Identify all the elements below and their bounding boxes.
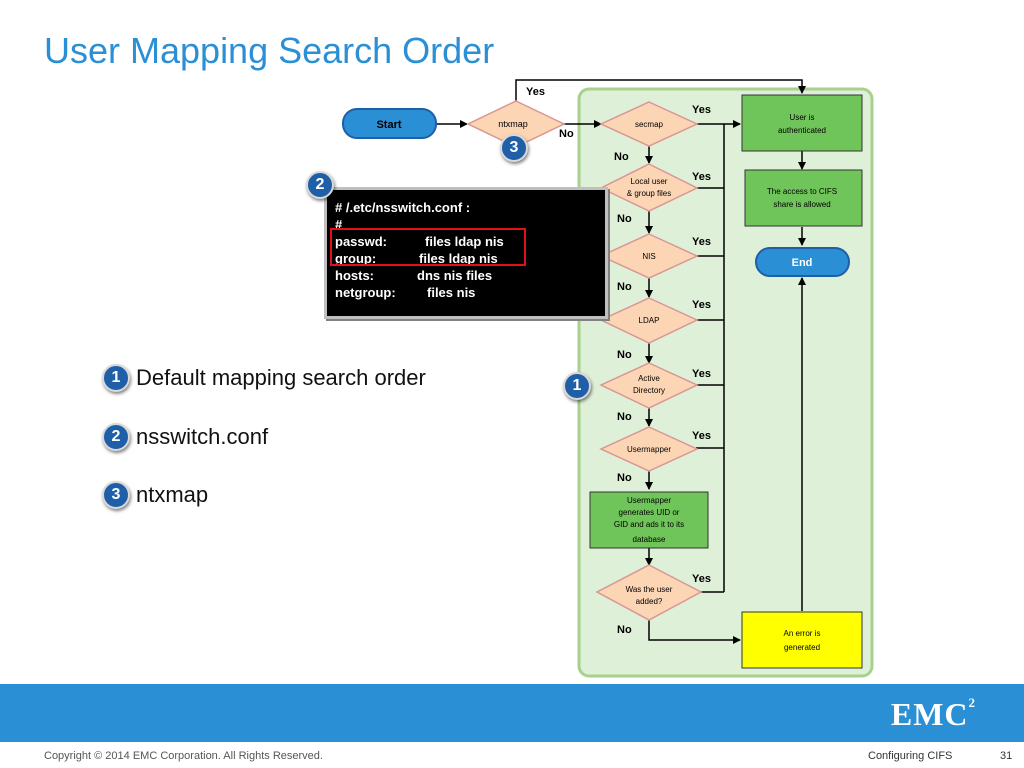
usermapper-process-line-4: database: [633, 535, 666, 544]
start-node: [342, 108, 437, 139]
secmap-label: secmap: [635, 120, 664, 129]
error-line-2: generated: [784, 643, 820, 652]
usermapper-process-line-3: GID and ads it to its: [614, 520, 684, 529]
usermapper-process-line-2: generates UID or: [619, 508, 680, 517]
terminal-key: passwd:: [335, 234, 388, 249]
local-files-decision: [599, 163, 699, 212]
local-files-label-2: & group files: [627, 189, 671, 198]
terminal-line: #: [335, 217, 343, 232]
legend-item: 3 ntxmap: [102, 478, 208, 512]
terminal-value: files nis: [427, 285, 476, 300]
yes-label: Yes: [692, 430, 711, 442]
usermapper-process-line-1: Usermapper: [627, 496, 671, 505]
ldap-label: LDAP: [639, 316, 660, 325]
local-files-label-1: Local user: [631, 177, 668, 186]
callout-badge-2: 2: [306, 171, 334, 199]
error-box: [741, 611, 863, 669]
usermapper-label: Usermapper: [627, 445, 671, 454]
legend-label: Default mapping search order: [136, 365, 426, 390]
nsswitch-terminal: # /.etc/nsswitch.conf : # passwd: files …: [324, 187, 608, 319]
was-added-label-2: added?: [636, 597, 663, 606]
no-label: No: [617, 281, 632, 293]
logo-superscript: 2: [968, 695, 976, 711]
ldap-decision: [599, 297, 699, 344]
no-label: No: [617, 411, 632, 423]
legend-badge: 2: [102, 423, 130, 451]
user-authenticated-line-1: User is: [790, 113, 815, 122]
yes-label: Yes: [526, 86, 545, 98]
emc-logo: EMC2: [890, 695, 976, 733]
access-allowed-line-2: share is allowed: [773, 200, 830, 209]
start-label: Start: [376, 119, 401, 131]
legend-item: 1 Default mapping search order: [102, 361, 426, 395]
terminal-value: files ldap nis: [425, 234, 504, 249]
ad-label-2: Directory: [633, 386, 665, 395]
legend-label: ntxmap: [136, 482, 209, 507]
access-allowed-box: [744, 169, 863, 227]
legend-label: nsswitch.conf: [136, 424, 269, 449]
no-label: No: [617, 624, 632, 636]
usermapper-decision: [599, 426, 699, 472]
yes-label: Yes: [692, 236, 711, 248]
highlight-box: [330, 228, 526, 266]
terminal-value: files ldap nis: [419, 251, 498, 266]
no-label: No: [559, 128, 574, 140]
legend-item: 2 nsswitch.conf: [102, 420, 268, 454]
was-added-decision: [595, 564, 703, 621]
no-label: No: [617, 472, 632, 484]
yes-label: Yes: [692, 171, 711, 183]
footer-bar: EMC2: [0, 684, 1024, 742]
yes-label: Yes: [692, 299, 711, 311]
callout-badge-1: 1: [563, 372, 591, 400]
ad-label-1: Active: [638, 374, 660, 383]
yes-label: Yes: [692, 104, 711, 116]
user-authenticated-line-2: authenticated: [778, 126, 826, 135]
slide-title: User Mapping Search Order: [44, 30, 495, 71]
yes-label: Yes: [692, 573, 711, 585]
logo-text: EMC: [890, 696, 969, 732]
terminal-key: netgroup:: [335, 285, 396, 300]
terminal-line: # /.etc/nsswitch.conf :: [335, 200, 471, 215]
nis-label: NIS: [642, 252, 655, 261]
copyright-text: Copyright © 2014 EMC Corporation. All Ri…: [44, 750, 323, 762]
end-node: [755, 247, 850, 277]
end-label: End: [792, 257, 813, 269]
callout-badge-3: 3: [500, 134, 528, 162]
usermapper-process: [589, 491, 709, 549]
ad-decision: [599, 362, 699, 409]
user-authenticated-box: [741, 94, 863, 152]
terminal-value: dns nis files: [417, 268, 493, 283]
secmap-decision: [599, 101, 699, 147]
yes-label: Yes: [692, 368, 711, 380]
terminal-key: hosts:: [335, 268, 374, 283]
ntxmap-label: ntxmap: [498, 119, 528, 129]
page-number: 31: [1000, 750, 1013, 762]
error-line-1: An error is: [784, 629, 821, 638]
legend-badge: 1: [102, 364, 130, 392]
no-label: No: [617, 213, 632, 225]
access-allowed-line-1: The access to CIFS: [767, 187, 837, 196]
no-label: No: [614, 151, 629, 163]
no-label: No: [617, 349, 632, 361]
section-title: Configuring CIFS: [868, 750, 953, 762]
terminal-key: group:: [335, 251, 377, 266]
nis-decision: [599, 233, 699, 279]
legend-badge: 3: [102, 481, 130, 509]
flowchart: Start End ntxmap secmap Local user & gro…: [342, 79, 874, 678]
was-added-label-1: Was the user: [626, 585, 673, 594]
